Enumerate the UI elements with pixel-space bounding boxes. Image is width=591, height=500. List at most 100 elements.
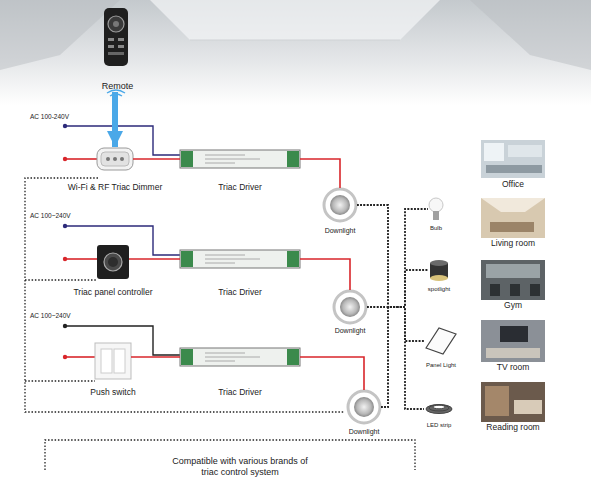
room-photo bbox=[486, 264, 540, 278]
room-photo bbox=[486, 348, 540, 358]
panel-light-node: Panel Light bbox=[424, 327, 458, 355]
power-wire bbox=[129, 258, 180, 260]
room-photo bbox=[481, 198, 545, 238]
node-label: Triac Driver bbox=[218, 388, 262, 397]
downlight-fixture bbox=[354, 397, 374, 417]
node-label: spotlight bbox=[428, 286, 450, 293]
compat-link bbox=[367, 307, 424, 409]
triac-driver bbox=[287, 251, 299, 267]
triac-driver bbox=[205, 353, 260, 361]
control-bracket bbox=[25, 178, 345, 412]
triac-driver bbox=[180, 150, 300, 168]
power-wire bbox=[300, 159, 340, 188]
led-strip-icon bbox=[426, 405, 452, 414]
downlight-node: Downlight bbox=[347, 390, 381, 424]
bulb-icon bbox=[429, 198, 443, 212]
note-text: Compatible with various brands of triac … bbox=[165, 456, 315, 478]
downlight-fixture bbox=[340, 297, 360, 317]
room-photo bbox=[490, 222, 534, 232]
power-wire bbox=[131, 356, 180, 358]
compat-link bbox=[367, 209, 428, 307]
room-node: TV room bbox=[481, 320, 545, 362]
node-label: Triac Driver bbox=[218, 288, 262, 297]
ceiling-photo bbox=[0, 0, 591, 105]
spotlight-node: spotlight bbox=[428, 259, 450, 281]
wifi-dimmer bbox=[113, 157, 117, 161]
voltage-label: AC 100~240V bbox=[30, 312, 71, 320]
remote-control bbox=[118, 45, 124, 48]
wifi-dimmer bbox=[97, 148, 133, 170]
node-label: Push switch bbox=[90, 388, 135, 397]
power-wire bbox=[300, 357, 364, 390]
control-bracket bbox=[25, 178, 345, 412]
downlight-node: Downlight bbox=[333, 290, 367, 324]
control-bracket bbox=[25, 380, 95, 381]
room-photo bbox=[510, 284, 520, 296]
push-switch bbox=[114, 349, 125, 373]
push-switch bbox=[95, 343, 131, 379]
node-label: Office bbox=[502, 180, 524, 189]
room-photo bbox=[481, 382, 545, 422]
node-label: Downlight bbox=[325, 227, 356, 235]
room-node: Living room bbox=[481, 198, 545, 238]
node-label: TV room bbox=[497, 363, 530, 372]
remote-control bbox=[104, 8, 128, 66]
room-node: Gym bbox=[481, 260, 545, 300]
ceiling-photo bbox=[190, 40, 400, 41]
voltage-label: AC 100~240V bbox=[30, 212, 71, 220]
node-label: Triac Driver bbox=[218, 183, 262, 192]
compat-link bbox=[381, 307, 424, 409]
triac-driver bbox=[181, 251, 193, 267]
room-photo bbox=[481, 260, 545, 300]
room-node: Office bbox=[481, 140, 545, 178]
remote-control bbox=[108, 38, 114, 41]
led-strip-icon bbox=[426, 405, 452, 414]
spotlight-icon bbox=[430, 275, 448, 281]
dimmer-node: Wi-Fi & RF Triac Dimmer bbox=[97, 147, 133, 171]
node-label: LED strip bbox=[427, 422, 452, 429]
driver-node: Triac Driver bbox=[180, 150, 300, 168]
room-photo bbox=[500, 326, 528, 342]
panel-controller bbox=[97, 245, 129, 279]
node-label: Downlight bbox=[335, 327, 366, 335]
downlight-fixture bbox=[324, 189, 356, 221]
triac-driver bbox=[205, 155, 260, 163]
room-photo bbox=[481, 140, 545, 422]
panel-light-icon bbox=[426, 328, 456, 354]
room-photo bbox=[530, 284, 540, 296]
push-switch bbox=[95, 343, 131, 379]
room-photo bbox=[481, 140, 545, 178]
room-photo bbox=[514, 400, 542, 414]
led-strip-icon bbox=[433, 405, 445, 409]
terminal-dot bbox=[63, 124, 67, 128]
node-label: Triac panel controller bbox=[73, 288, 152, 297]
terminal-dot bbox=[63, 124, 67, 359]
compat-link bbox=[367, 307, 424, 341]
remote-control bbox=[108, 16, 124, 32]
node-label: Remote bbox=[95, 82, 140, 92]
room-photo bbox=[485, 386, 509, 416]
power-wire bbox=[300, 259, 350, 290]
ac-wire-blue bbox=[65, 126, 180, 255]
room-photo bbox=[490, 284, 500, 296]
node-label: Gym bbox=[504, 301, 522, 310]
node-label: Downlight bbox=[349, 428, 380, 436]
remote-control bbox=[108, 45, 114, 48]
wifi-dimmer bbox=[97, 148, 133, 170]
compat-link bbox=[357, 205, 428, 307]
led-strip-icon bbox=[429, 405, 449, 411]
voltage-label: AC 100-240V bbox=[30, 113, 69, 121]
remote-control bbox=[104, 8, 128, 66]
downlight-fixture bbox=[334, 291, 366, 323]
node-label: Panel Light bbox=[426, 362, 456, 369]
triac-driver bbox=[180, 150, 300, 366]
remote-control bbox=[113, 21, 119, 27]
downlight-fixture bbox=[348, 391, 380, 423]
wifi-dimmer bbox=[120, 157, 124, 161]
downlight-fixture bbox=[330, 195, 350, 215]
bulb-node: Bulb bbox=[428, 196, 444, 222]
ceiling-photo bbox=[0, 0, 120, 70]
terminal-dot bbox=[63, 324, 67, 328]
